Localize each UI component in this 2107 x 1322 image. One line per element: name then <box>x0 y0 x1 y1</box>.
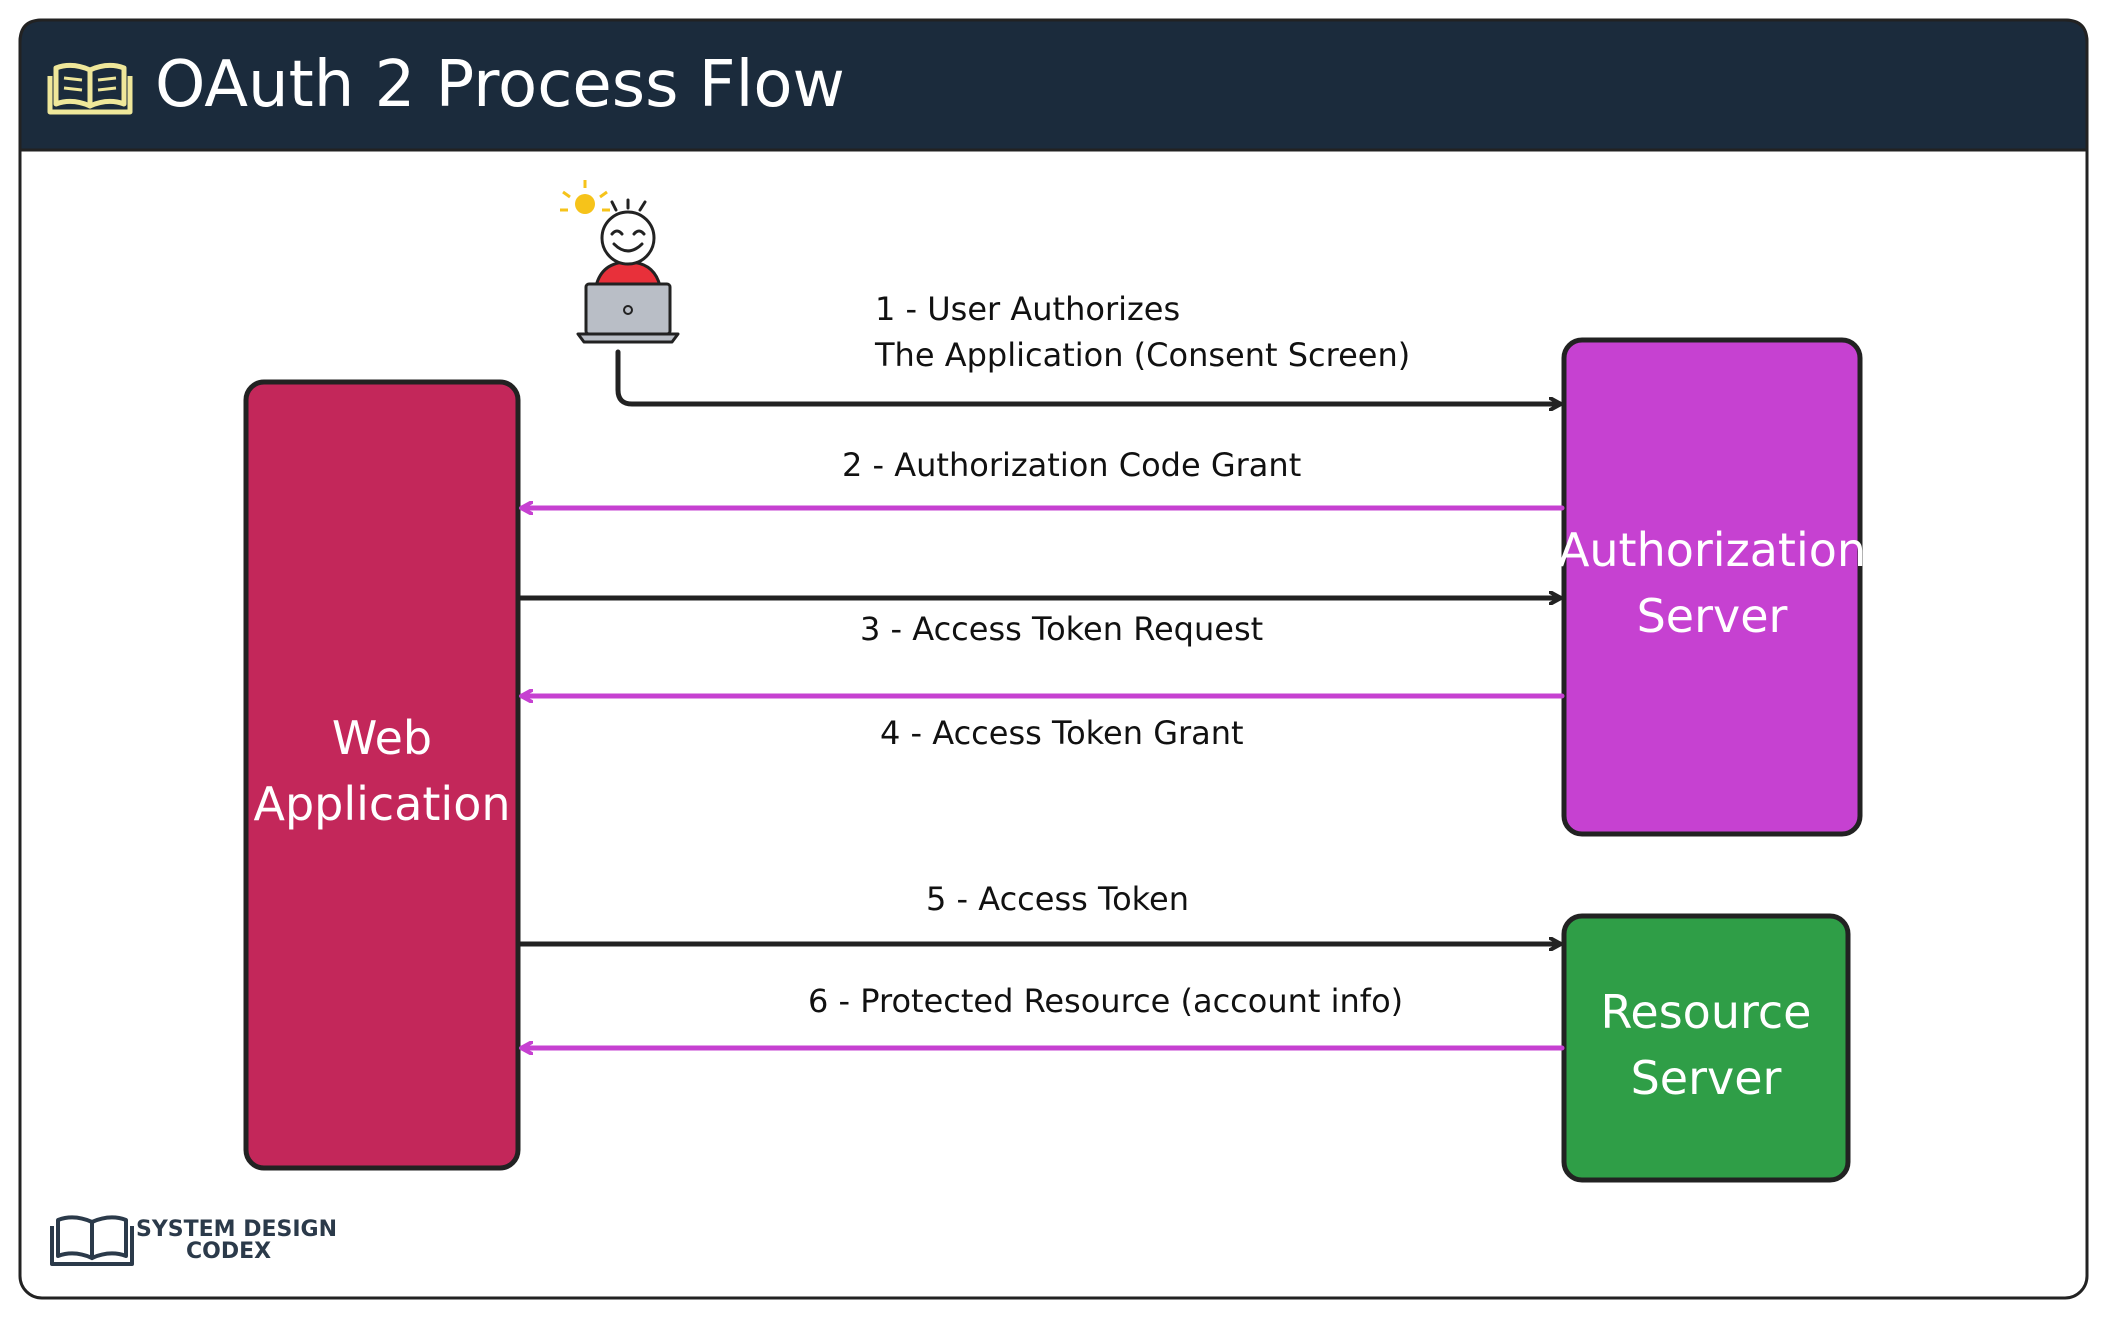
brand-name-line2: CODEX <box>186 1239 271 1264</box>
web-application-label-line2: Application <box>253 777 510 831</box>
step-2-label: 2 - Authorization Code Grant <box>842 446 1301 484</box>
laptop-icon <box>576 282 680 344</box>
step-1-label-line1: 1 - User Authorizes <box>875 290 1180 328</box>
lightbulb-icon <box>560 180 610 214</box>
brand-logo: SYSTEM DESIGN CODEX <box>50 1215 337 1266</box>
authorization-server-label-line1: Authorization <box>1558 523 1866 577</box>
step-3-label: 3 - Access Token Request <box>860 610 1263 648</box>
brand-book-icon <box>50 1215 134 1266</box>
step-6-label: 6 - Protected Resource (account info) <box>808 982 1403 1020</box>
authorization-server-node: Authorization Server <box>1558 337 1866 837</box>
web-application-node: Web Application <box>243 379 521 1171</box>
step-4-label: 4 - Access Token Grant <box>880 714 1244 752</box>
resource-server-label-line1: Resource <box>1601 985 1812 1039</box>
user-icon <box>560 180 680 344</box>
header-bar <box>18 18 2089 152</box>
web-application-label-line1: Web <box>332 711 432 765</box>
step-1-label-line2: The Application (Consent Screen) <box>874 336 1410 374</box>
authorization-server-label-line2: Server <box>1637 589 1788 643</box>
step-5-label: 5 - Access Token <box>926 880 1189 918</box>
resource-server-node: Resource Server <box>1561 913 1851 1183</box>
brand-name-line1: SYSTEM DESIGN <box>136 1217 337 1242</box>
arrow-step-1 <box>615 349 1560 404</box>
resource-server-label-line2: Server <box>1631 1051 1782 1105</box>
page-title: OAuth 2 Process Flow <box>155 48 845 122</box>
book-icon <box>47 62 133 115</box>
